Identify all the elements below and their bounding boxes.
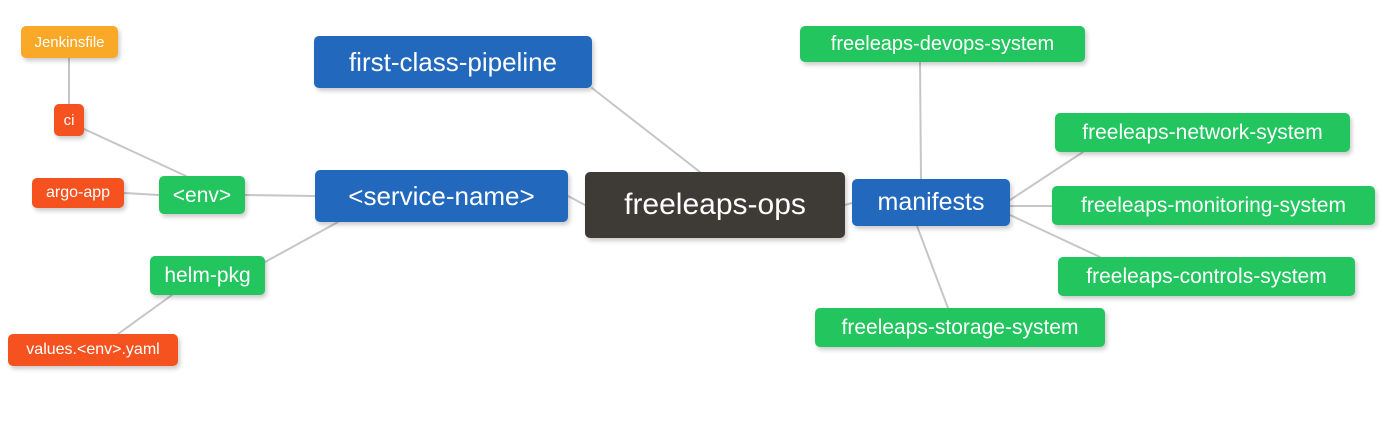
edge-root-to-manifests bbox=[844, 202, 853, 206]
node-label-first-class-pipeline: first-class-pipeline bbox=[348, 47, 558, 77]
edge-env-to-ci bbox=[83, 128, 187, 177]
node-label-ci: ci bbox=[63, 111, 75, 129]
node-label-jenkinsfile: Jenkinsfile bbox=[34, 33, 105, 51]
edge-env-to-argo-app bbox=[123, 192, 160, 196]
node-label-env: <env> bbox=[172, 183, 232, 207]
node-first-class-pipeline[interactable]: first-class-pipeline bbox=[314, 36, 592, 88]
node-label-manifests: manifests bbox=[877, 188, 985, 216]
node-ci[interactable]: ci bbox=[54, 104, 84, 136]
node-freeleaps-controls-system[interactable]: freeleaps-controls-system bbox=[1058, 257, 1355, 296]
node-label-freeleaps-devops-system: freeleaps-devops-system bbox=[830, 33, 1055, 55]
node-jenkinsfile[interactable]: Jenkinsfile bbox=[21, 26, 118, 58]
edge-service-name-to-helm-pkg bbox=[264, 221, 339, 263]
node-env[interactable]: <env> bbox=[159, 176, 245, 214]
edge-manifests-to-freeleaps-devops-system bbox=[919, 61, 922, 180]
edge-manifests-to-freeleaps-storage-system bbox=[916, 225, 949, 309]
node-label-root: freeleaps-ops bbox=[624, 188, 806, 221]
edge-service-name-to-env bbox=[244, 194, 316, 197]
node-freeleaps-devops-system[interactable]: freeleaps-devops-system bbox=[800, 26, 1085, 62]
node-label-values-env-yaml: values.<env>.yaml bbox=[26, 341, 160, 358]
node-argo-app[interactable]: argo-app bbox=[32, 178, 124, 208]
node-label-service-name: <service-name> bbox=[348, 181, 535, 211]
node-label-freeleaps-network-system: freeleaps-network-system bbox=[1082, 121, 1323, 144]
node-freeleaps-monitoring-system[interactable]: freeleaps-monitoring-system bbox=[1052, 186, 1375, 225]
edge-root-to-service-name bbox=[567, 195, 586, 206]
node-service-name[interactable]: <service-name> bbox=[315, 170, 568, 222]
node-helm-pkg[interactable]: helm-pkg bbox=[150, 256, 265, 295]
node-manifests[interactable]: manifests bbox=[852, 179, 1010, 226]
node-label-freeleaps-controls-system: freeleaps-controls-system bbox=[1086, 265, 1327, 288]
edge-helm-pkg-to-values-env-yaml bbox=[117, 294, 173, 335]
node-label-argo-app: argo-app bbox=[45, 184, 111, 201]
node-label-freeleaps-monitoring-system: freeleaps-monitoring-system bbox=[1081, 194, 1346, 217]
node-label-freeleaps-storage-system: freeleaps-storage-system bbox=[841, 316, 1079, 339]
edge-root-to-first-class-pipeline bbox=[591, 87, 701, 173]
node-label-helm-pkg: helm-pkg bbox=[164, 264, 251, 287]
node-freeleaps-storage-system[interactable]: freeleaps-storage-system bbox=[815, 308, 1105, 347]
node-root[interactable]: freeleaps-ops bbox=[585, 172, 845, 238]
node-freeleaps-network-system[interactable]: freeleaps-network-system bbox=[1055, 113, 1350, 152]
node-values-env-yaml[interactable]: values.<env>.yaml bbox=[8, 334, 178, 366]
